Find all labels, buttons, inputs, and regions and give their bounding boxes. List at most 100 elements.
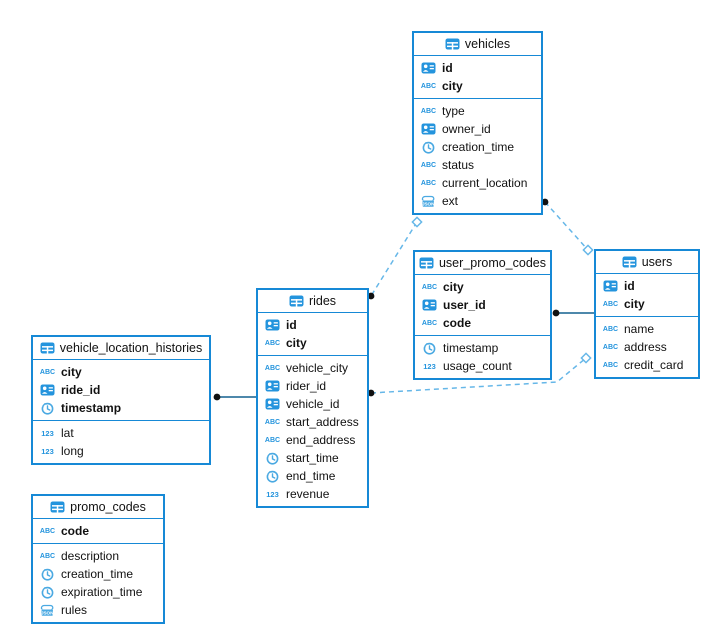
column-label: rider_id xyxy=(286,379,327,393)
text-field-icon: ABC xyxy=(39,552,56,560)
column-row[interactable]: end_time xyxy=(258,467,367,485)
columns-section: timestamp 123 usage_count xyxy=(415,336,550,378)
table-name: rides xyxy=(308,294,337,308)
column-label: user_id xyxy=(443,298,486,312)
column-row[interactable]: id xyxy=(414,59,541,77)
column-row[interactable]: vehicle_id xyxy=(258,395,367,413)
table-icon xyxy=(40,342,55,354)
table-header[interactable]: vehicle_location_histories xyxy=(33,337,209,360)
relationship-endpoint-dot xyxy=(552,309,560,317)
column-row[interactable]: ride_id xyxy=(33,381,209,399)
column-label: revenue xyxy=(286,487,330,501)
table-header[interactable]: rides xyxy=(258,290,367,313)
column-row[interactable]: JSON rules xyxy=(33,601,163,619)
column-row[interactable]: 123 usage_count xyxy=(415,357,550,375)
column-row[interactable]: ABC start_address xyxy=(258,413,367,431)
id-field-icon xyxy=(601,280,620,292)
column-row[interactable]: id xyxy=(596,277,698,295)
table-header[interactable]: vehicles xyxy=(414,33,541,56)
column-label: usage_count xyxy=(443,359,512,373)
table-header[interactable]: user_promo_codes xyxy=(415,252,550,275)
clock-icon xyxy=(419,141,438,154)
table-name: promo_codes xyxy=(70,500,146,514)
table-name: users xyxy=(641,255,673,269)
text-field-icon: ABC xyxy=(264,418,281,426)
table-icon xyxy=(50,501,65,513)
id-field-icon xyxy=(263,319,282,331)
column-row[interactable]: timestamp xyxy=(415,339,550,357)
text-field-icon: ABC xyxy=(264,364,281,372)
relationship-line-vehicles-users[interactable] xyxy=(544,201,589,251)
column-row[interactable]: ABC vehicle_city xyxy=(258,359,367,377)
json-field-icon: JSON xyxy=(419,195,438,208)
clock-icon xyxy=(38,402,57,415)
column-row[interactable]: ABC city xyxy=(414,77,541,95)
column-label: creation_time xyxy=(442,140,515,154)
column-row[interactable]: rider_id xyxy=(258,377,367,395)
table-header[interactable]: promo_codes xyxy=(33,496,163,519)
column-label: vehicle_city xyxy=(286,361,349,375)
column-label: lat xyxy=(61,426,74,440)
table-icon xyxy=(419,257,434,269)
json-field-icon: JSON xyxy=(38,604,57,617)
column-row[interactable]: expiration_time xyxy=(33,583,163,601)
column-label: city xyxy=(443,280,464,294)
column-label: start_address xyxy=(286,415,359,429)
table-icon xyxy=(289,295,304,307)
clock-icon xyxy=(420,342,439,355)
column-label: city xyxy=(442,79,463,93)
column-row[interactable]: user_id xyxy=(415,296,550,314)
column-row[interactable]: id xyxy=(258,316,367,334)
text-field-icon: ABC xyxy=(420,82,437,90)
column-label: rules xyxy=(61,603,88,617)
column-label: timestamp xyxy=(443,341,499,355)
column-row[interactable]: creation_time xyxy=(414,138,541,156)
column-row[interactable]: start_time xyxy=(258,449,367,467)
text-field-icon: ABC xyxy=(602,343,619,351)
column-row[interactable]: timestamp xyxy=(33,399,209,417)
table-name: vehicle_location_histories xyxy=(59,341,203,355)
column-row[interactable]: creation_time xyxy=(33,565,163,583)
relationship-line-vehicles-rides[interactable] xyxy=(370,221,418,297)
column-row[interactable]: owner_id xyxy=(414,120,541,138)
table-header[interactable]: users xyxy=(596,251,698,274)
relationship-line-rides-users[interactable] xyxy=(370,357,587,394)
relationship-endpoint-diamond xyxy=(582,244,594,256)
relationship-endpoint-diamond xyxy=(411,216,423,228)
column-label: vehicle_id xyxy=(286,397,340,411)
number-field-icon: 123 xyxy=(423,361,436,371)
clock-icon xyxy=(38,586,57,599)
column-label: name xyxy=(624,322,655,336)
text-field-icon: ABC xyxy=(420,161,437,169)
